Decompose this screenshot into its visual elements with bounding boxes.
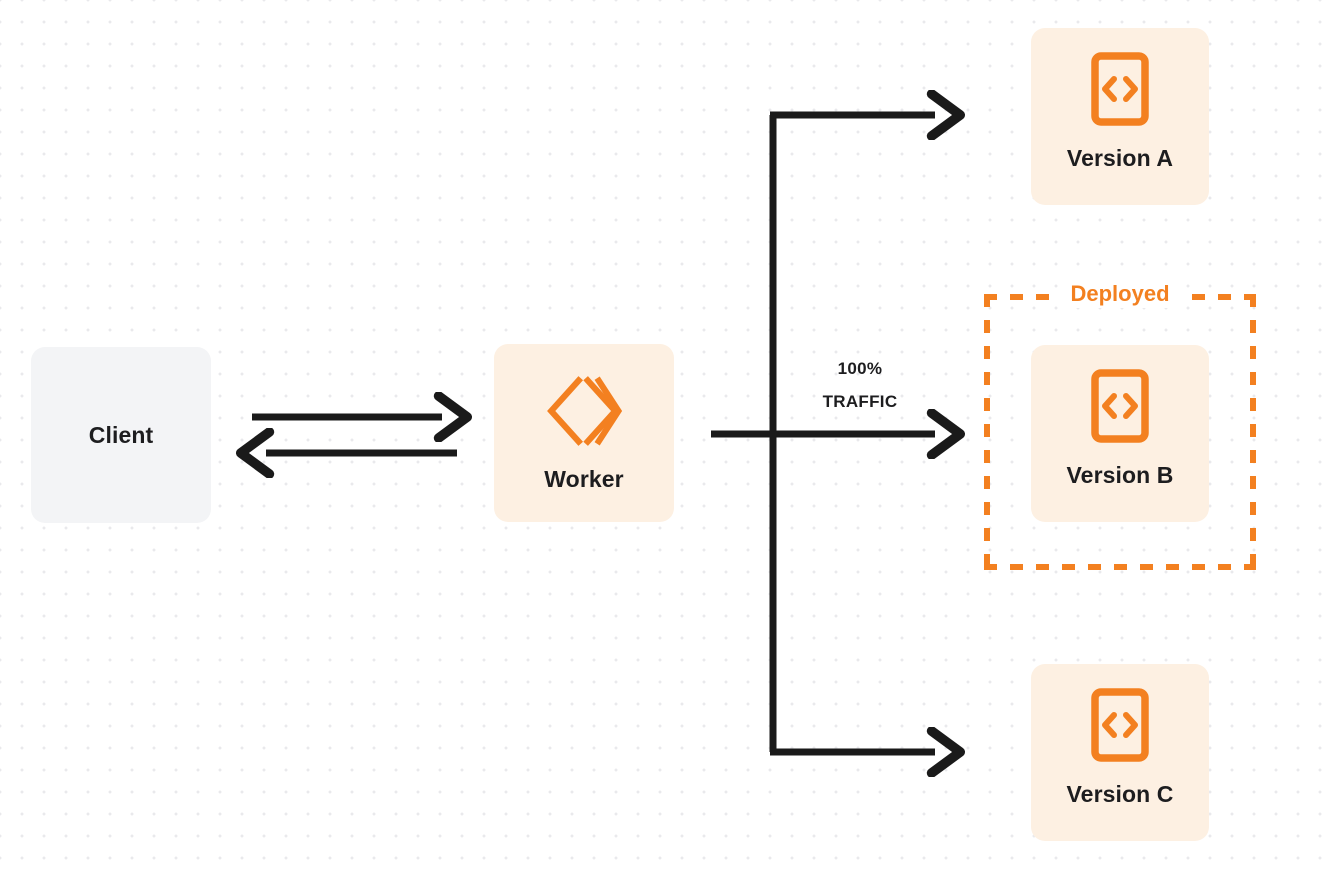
traffic-percent: 100% [837, 359, 883, 378]
deployed-border-bottom [984, 564, 1256, 570]
deployed-border-top [984, 294, 1256, 300]
node-worker-label: Worker [544, 466, 624, 492]
traffic-label: 100% TRAFFIC [795, 352, 925, 418]
node-version-a-label: Version A [1066, 145, 1174, 171]
node-version-c[interactable]: Version C [1031, 664, 1209, 841]
node-version-b-label: Version B [1066, 462, 1174, 488]
code-file-icon [1091, 688, 1149, 762]
code-file-icon [1091, 369, 1149, 443]
node-version-c-label: Version C [1066, 781, 1174, 807]
cloudflare-workers-logo-icon [543, 370, 625, 452]
deployed-label: Deployed [1058, 280, 1182, 308]
node-worker[interactable]: Worker [494, 344, 674, 522]
node-version-a[interactable]: Version A [1031, 28, 1209, 205]
deployed-border-left [984, 294, 990, 570]
node-client[interactable]: Client [31, 347, 211, 523]
node-client-label: Client [88, 421, 154, 448]
deployed-border-right [1250, 294, 1256, 570]
traffic-caption: TRAFFIC [822, 392, 898, 411]
node-version-b[interactable]: Version B [1031, 345, 1209, 522]
code-file-icon [1091, 52, 1149, 126]
